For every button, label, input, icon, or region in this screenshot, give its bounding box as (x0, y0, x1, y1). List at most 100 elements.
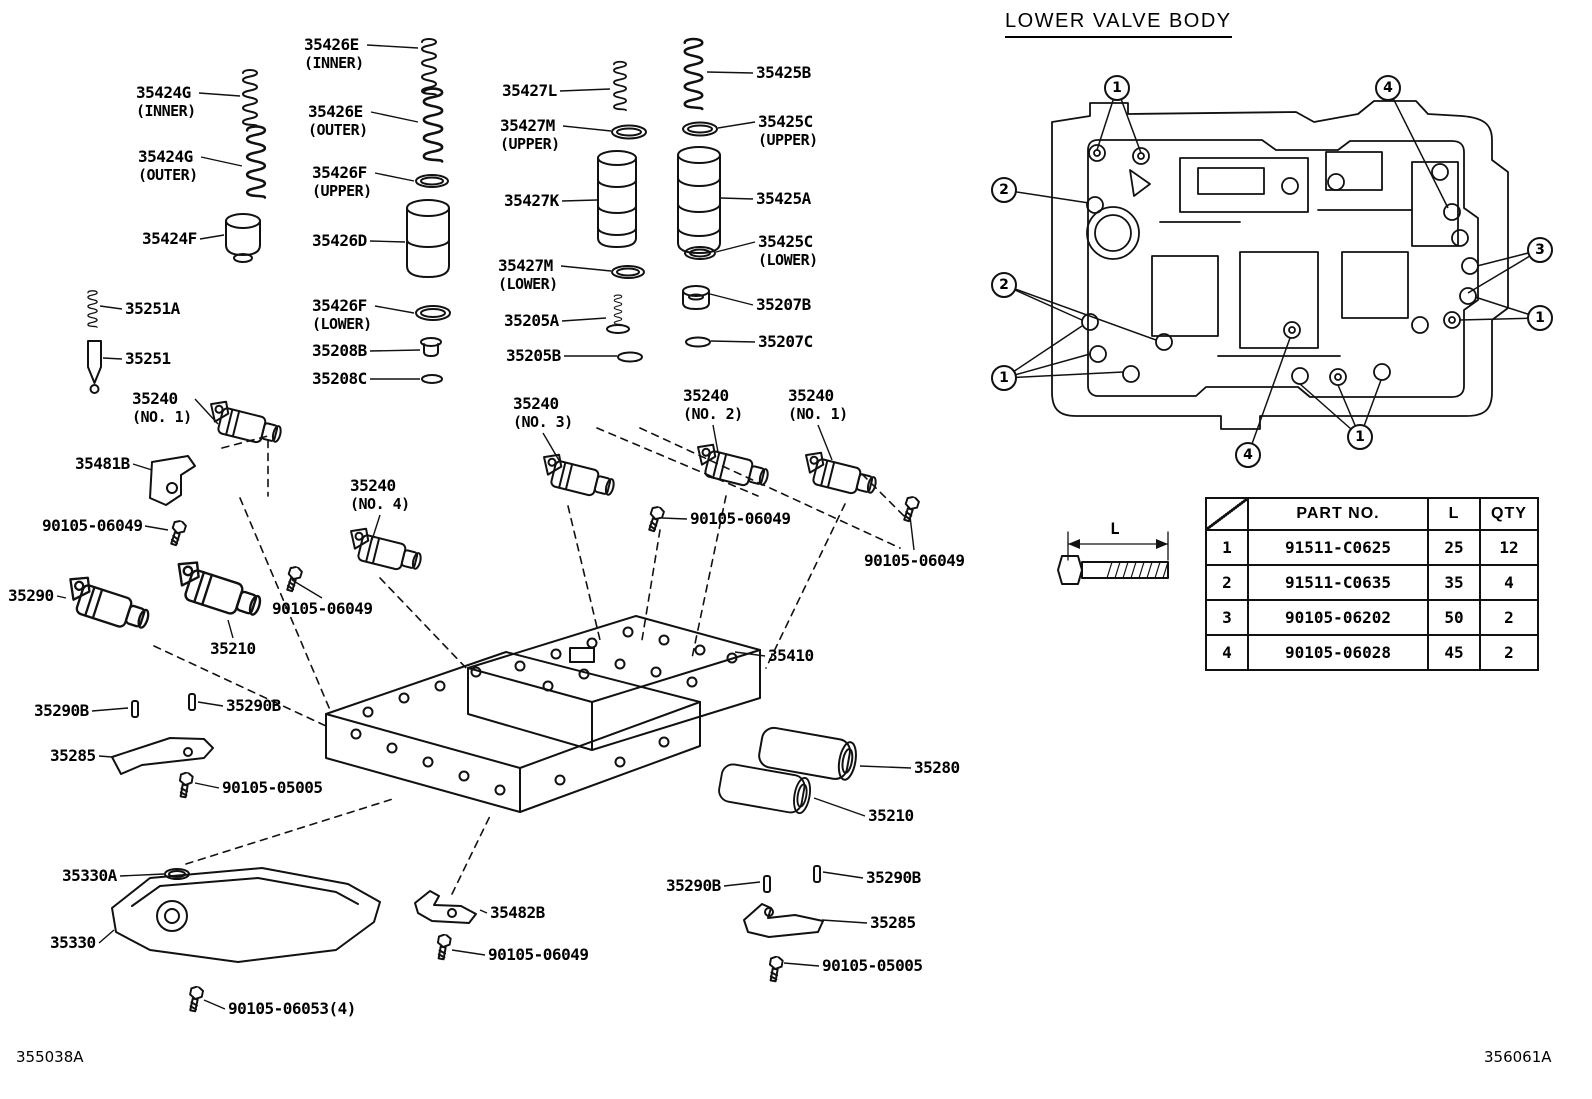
part-label: 35290B (226, 696, 281, 715)
part-label: 35424G(OUTER) (138, 147, 198, 185)
part-no: 90105-06028 (1247, 634, 1429, 671)
valves-art (87, 146, 721, 394)
qty: 4 (1479, 564, 1539, 601)
callout-balloon: 1 (1347, 424, 1373, 450)
part-label: 35330A (62, 866, 117, 885)
valve-body-art (325, 615, 761, 813)
page-title: LOWER VALVE BODY (1005, 10, 1232, 38)
part-label: 35207C (758, 332, 813, 351)
part-label: 35205B (506, 346, 561, 365)
callout-balloon: 2 (991, 177, 1017, 203)
part-label: 90105-06049 (690, 509, 791, 528)
part-label: 35425A (756, 189, 811, 208)
part-label: 90105-06049 (488, 945, 589, 964)
part-label: L (1110, 519, 1120, 538)
figure-code-left: 355038A (16, 1048, 84, 1066)
part-label: 35208B (312, 341, 367, 360)
part-label: 35482B (490, 903, 545, 922)
callout-balloon: 3 (1527, 237, 1553, 263)
length: 50 (1427, 599, 1481, 636)
part-label: 35285 (870, 913, 916, 932)
qty: 12 (1479, 529, 1539, 566)
length: 45 (1427, 634, 1481, 671)
length: 35 (1427, 564, 1481, 601)
part-label: 35208C (312, 369, 367, 388)
part-label: 35425B (756, 63, 811, 82)
length-col-header: L (1427, 497, 1481, 531)
part-label: 35410 (768, 646, 814, 665)
dimension-bolt-art (1057, 531, 1169, 585)
part-label: 90105-06049 (864, 551, 965, 570)
part-label: 35240(NO. 2) (683, 386, 743, 424)
part-label: 35280 (914, 758, 960, 777)
part-label: 35427L (502, 81, 557, 100)
part-label: 35205A (504, 311, 559, 330)
part-label: 35426E(INNER) (304, 35, 364, 73)
dashed-guides-art (153, 427, 907, 895)
part-label: 35424F (142, 229, 197, 248)
part-label: 90105-06049 (42, 516, 143, 535)
qty: 2 (1479, 599, 1539, 636)
part-label: 35427M(LOWER) (498, 256, 558, 294)
row-ref: 4 (1205, 634, 1249, 671)
part-label: 35251 (125, 349, 171, 368)
brackets-art (111, 455, 824, 938)
length: 25 (1427, 529, 1481, 566)
qty: 2 (1479, 634, 1539, 671)
part-label: 90105-05005 (822, 956, 923, 975)
part-no: 91511-C0625 (1247, 529, 1429, 566)
part-label: 35481B (75, 454, 130, 473)
callout-balloon: 4 (1375, 75, 1401, 101)
part-no: 90105-06202 (1247, 599, 1429, 636)
part-label: 35210 (210, 639, 256, 658)
part-label: 35240(NO. 1) (788, 386, 848, 424)
strainer-art (111, 867, 381, 963)
row-ref: 2 (1205, 564, 1249, 601)
overview-art (1051, 100, 1509, 430)
part-label: 35285 (50, 746, 96, 765)
callout-balloon: 2 (991, 272, 1017, 298)
callout-balloon: 1 (991, 365, 1017, 391)
part-label: 35426F(UPPER) (312, 163, 372, 201)
part-label: 35251A (125, 299, 180, 318)
part-label: 35290B (866, 868, 921, 887)
part-no: 91511-C0635 (1247, 564, 1429, 601)
part-label: 35426D (312, 231, 367, 250)
row-ref: 1 (1205, 529, 1249, 566)
ref-col-header (1205, 497, 1249, 531)
qty-col-header: QTY (1479, 497, 1539, 531)
row-ref: 3 (1205, 599, 1249, 636)
part-label: 35240(NO. 1) (132, 389, 192, 427)
orings-art (164, 121, 718, 880)
part-label: 35426F(LOWER) (312, 296, 372, 334)
part-label: 35240(NO. 3) (513, 394, 573, 432)
part-label: 35424G(INNER) (136, 83, 196, 121)
part-label: 90105-05005 (222, 778, 323, 797)
figure-code-right: 356061A (1484, 1048, 1552, 1066)
part-no-col-header: PART NO. (1247, 497, 1429, 531)
part-label: 35427K (504, 191, 559, 210)
callout-balloon: 4 (1235, 442, 1261, 468)
part-label: 35425C(LOWER) (758, 232, 818, 270)
part-label: 90105-06053(4) (228, 999, 356, 1018)
part-label: 35207B (756, 295, 811, 314)
part-label: 35427M(UPPER) (500, 116, 560, 154)
part-label: 35425C(UPPER) (758, 112, 818, 150)
part-label: 35210 (868, 806, 914, 825)
part-label: 35290 (8, 586, 54, 605)
callout-balloon: 1 (1104, 75, 1130, 101)
part-label: 35240(NO. 4) (350, 476, 410, 514)
callout-balloon: 1 (1527, 305, 1553, 331)
table-header-row: PART NO. L QTY (1205, 497, 1539, 531)
part-label: 90105-06049 (272, 599, 373, 618)
part-label: 35426E(OUTER) (308, 102, 368, 140)
